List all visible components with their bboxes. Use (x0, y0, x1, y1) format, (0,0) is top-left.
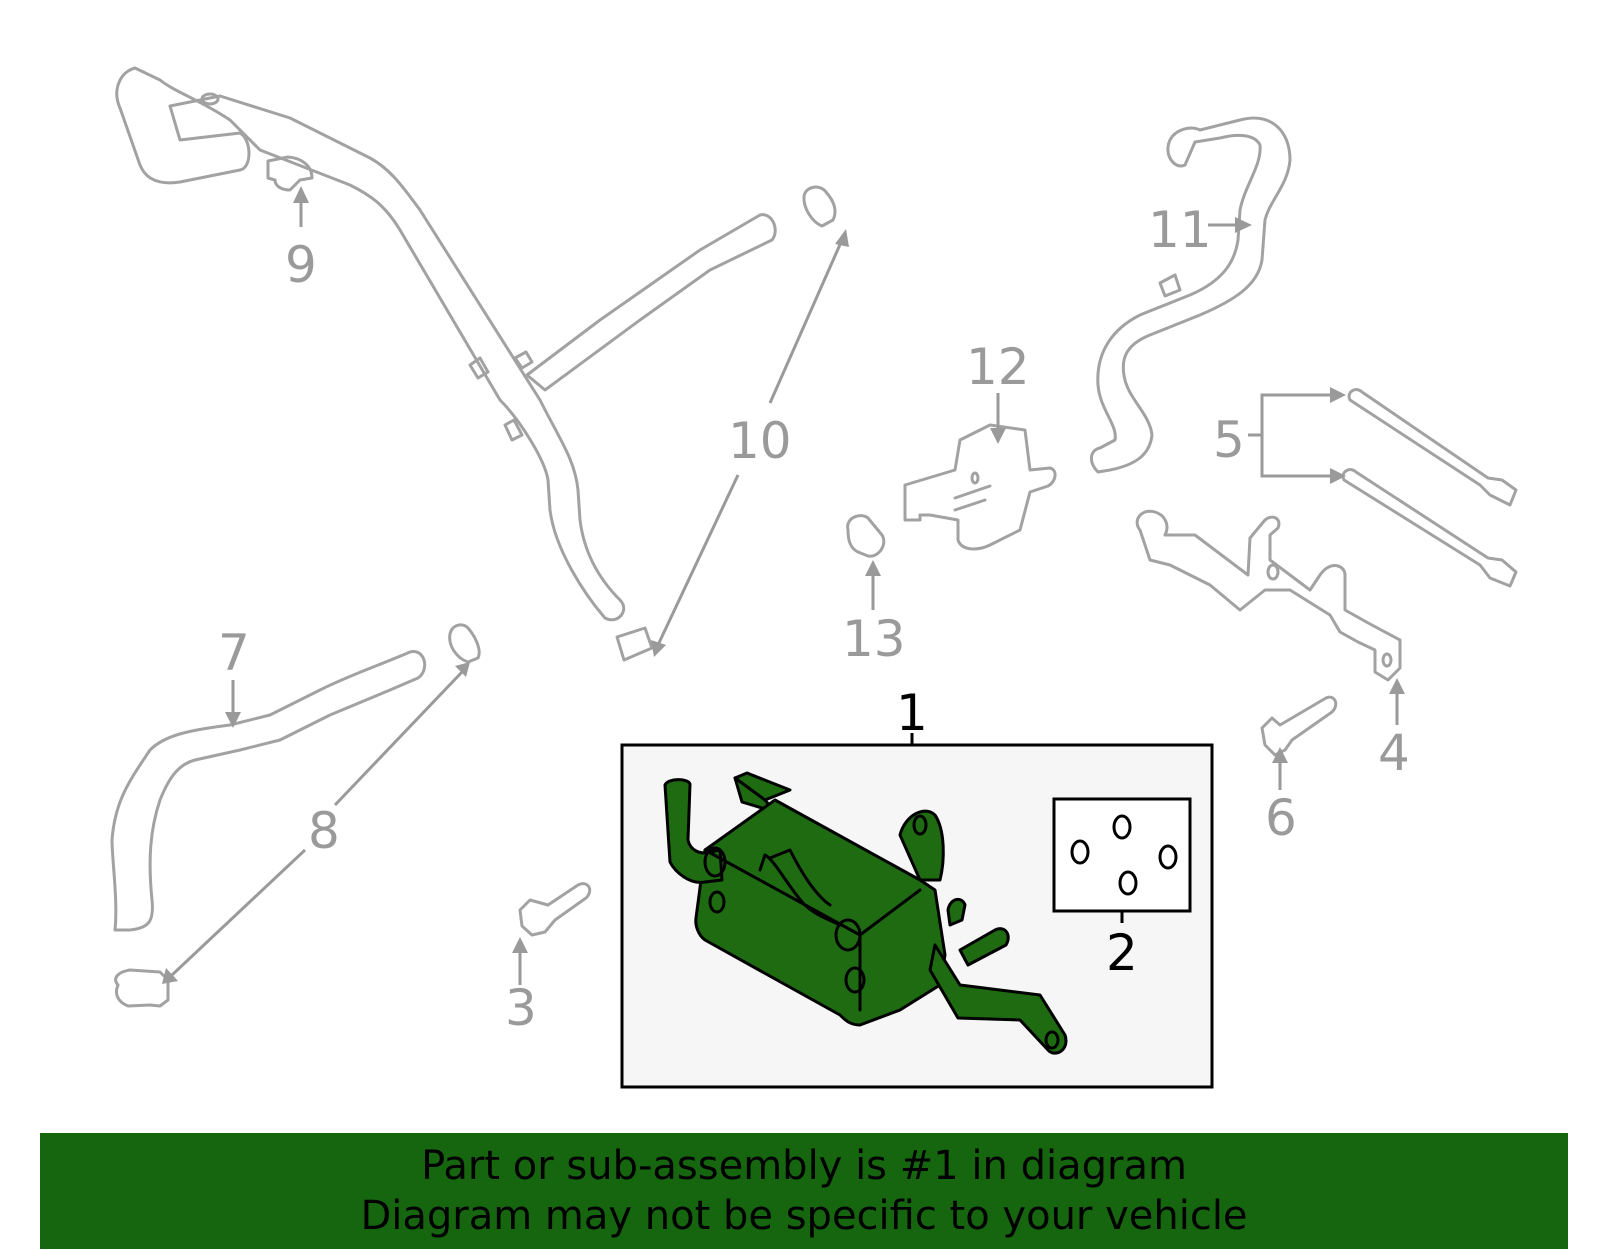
gasket-kit-box: 2 (1052, 797, 1192, 982)
part-bolt-3 (518, 882, 592, 937)
part-bolt-6 (1260, 695, 1338, 757)
part-bracket-12 (903, 423, 1057, 551)
callout-13: 13 (842, 610, 906, 668)
oil-cooler-assembly (663, 771, 1068, 1055)
part-bracket-4 (1135, 509, 1402, 682)
footer-banner: Part or sub-assembly is #1 in diagram Di… (40, 1133, 1568, 1249)
callout-4: 4 (1378, 724, 1410, 782)
hose-clamp-10-bottom (615, 626, 654, 662)
callout-labels: 9 10 11 12 13 5 4 6 3 7 8 (218, 201, 1410, 1037)
callout-3: 3 (505, 979, 537, 1037)
hose-clamp-8-top (448, 623, 481, 664)
callout-11: 11 (1148, 201, 1212, 259)
part-coolant-pipe (115, 66, 777, 622)
callout-9: 9 (285, 236, 317, 294)
callout-12: 12 (966, 338, 1030, 396)
hose-11-tab (1158, 273, 1182, 298)
callout-5: 5 (1213, 411, 1245, 469)
callout-7: 7 (218, 624, 250, 682)
part-hose-7 (110, 650, 427, 932)
part-sleeve-13 (846, 514, 886, 558)
callout-1: 1 (896, 684, 928, 742)
o-ring (1112, 814, 1132, 840)
callout-6: 6 (1265, 789, 1297, 847)
part-bolt-5-upper (1347, 388, 1518, 507)
o-ring (1158, 844, 1178, 870)
callout-10: 10 (728, 412, 792, 470)
hose-clamp-8-bottom (114, 968, 170, 1008)
hose-clamp-10-top (802, 185, 837, 228)
o-ring (1118, 870, 1138, 896)
footer-line-2: Diagram may not be specific to your vehi… (360, 1193, 1248, 1239)
callout-8: 8 (308, 802, 340, 860)
callout-2: 2 (1106, 924, 1138, 982)
leader-lines (162, 186, 1405, 985)
o-ring (1070, 839, 1090, 865)
footer-line-1: Part or sub-assembly is #1 in diagram (421, 1143, 1187, 1189)
part-hose-11 (1090, 116, 1292, 474)
part-bolt-5-lower (1341, 468, 1518, 588)
highlight-assembly-box: 1 (620, 684, 1214, 1089)
